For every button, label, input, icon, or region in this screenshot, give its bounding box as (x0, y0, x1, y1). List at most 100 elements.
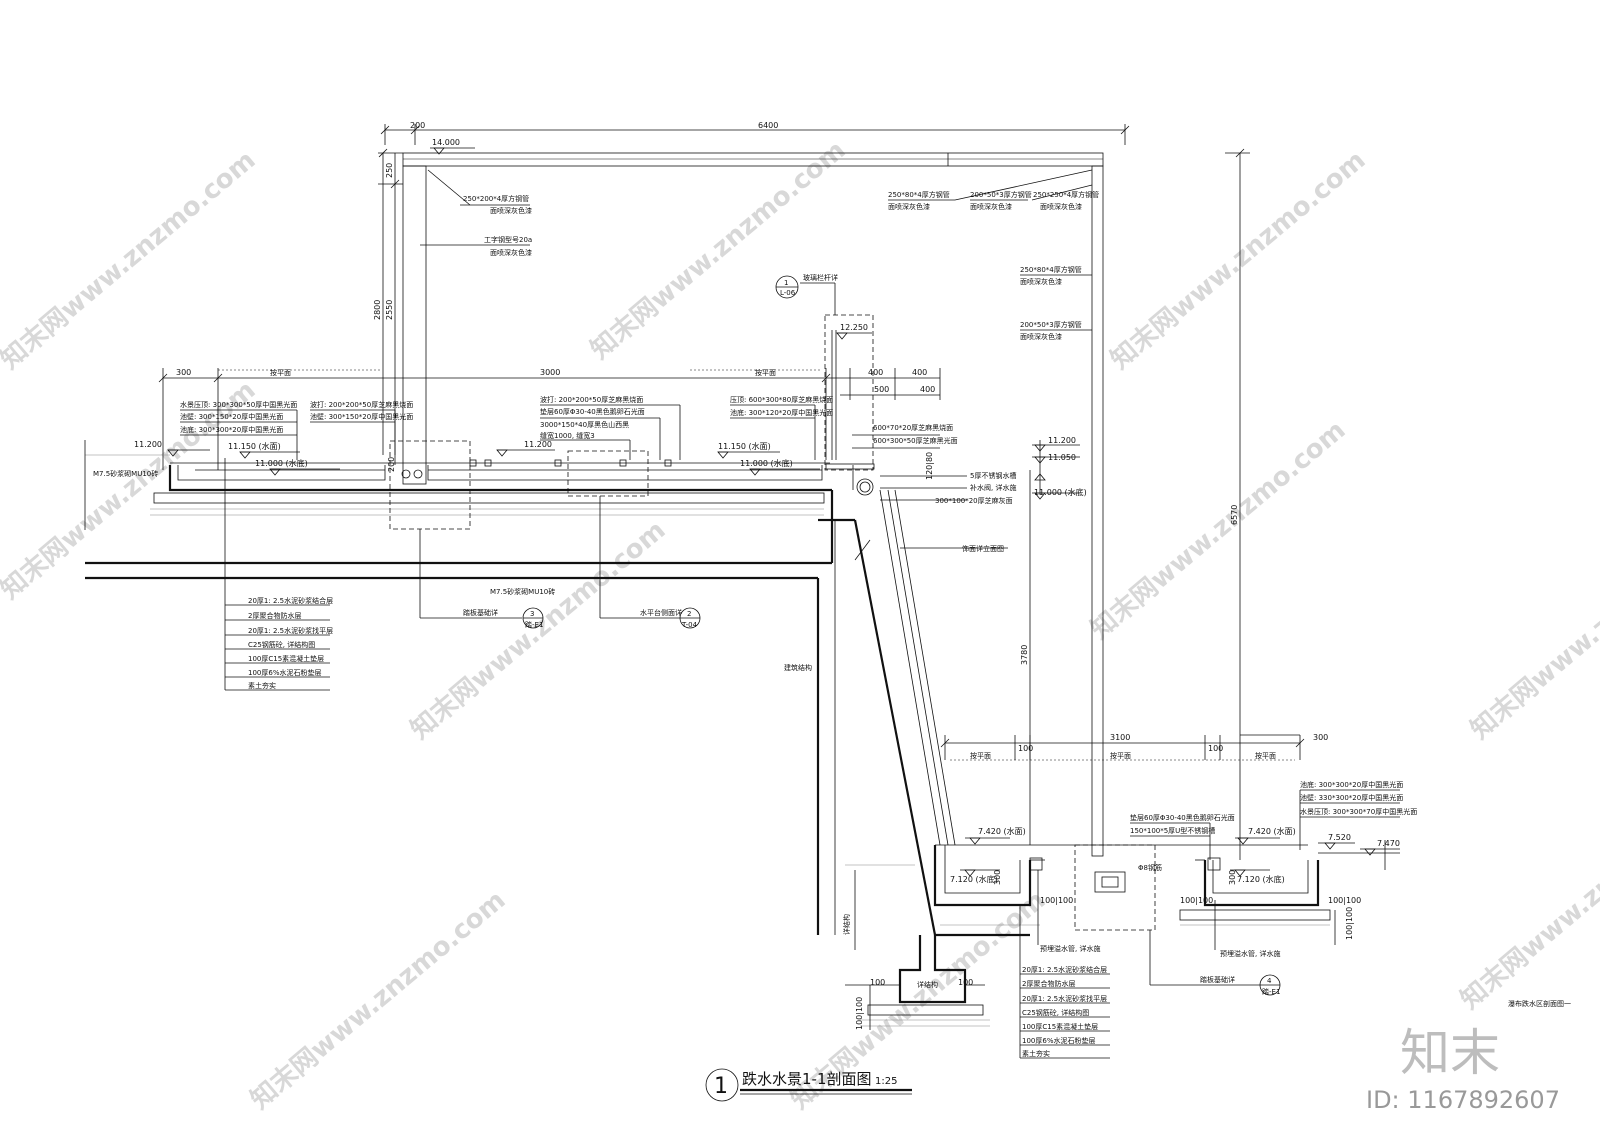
watermark-3: 知末网www.znzmo.com (585, 135, 851, 365)
dim-2550: 2550 (385, 300, 394, 320)
ref-d-top: 4 (1267, 977, 1272, 985)
dim-100-100a: 100|100 (1040, 896, 1073, 905)
note-glass: 玻璃栏杆详 (803, 273, 838, 282)
mortar-1: M7.5砂浆砌MU10砖 (93, 469, 158, 478)
dim-100b-foot: 100 (958, 978, 973, 987)
frame-notes (420, 169, 1093, 331)
dim-300-left: 300 (176, 368, 191, 377)
dim-300a: 300 (993, 870, 1002, 885)
struct-label-3: 详结构 (917, 980, 938, 989)
slope-a: 按平面 (270, 368, 291, 377)
elev-7420-a: 7.420 (水面) (978, 826, 1026, 836)
mat-m8: 3000*150*40厚黑色山西黑 (540, 420, 629, 429)
layer-r-4: C25钢筋砼, 详结构图 (1022, 1008, 1089, 1017)
steel-frame (378, 124, 1250, 860)
layer-l-6: 100厚6%水泥石粉垫层 (248, 668, 321, 677)
note-paint6: 面喷深灰色漆 (1020, 277, 1062, 286)
note-steel-u: 150*100*5厚U型不锈钢槽 (1130, 826, 1215, 835)
mat-r3: 水景压顶: 300*300*70厚中国黑光面 (1300, 807, 1417, 816)
dim-500: 500 (874, 385, 889, 394)
layer-l-3: 20厚1: 2.5水泥砂浆找平层 (248, 626, 333, 635)
note-rebar: Φ8钢筋 (1138, 863, 1162, 872)
slope-d: 按平面 (1110, 751, 1131, 760)
mat-m13: 600*300*50厚芝麻黑光面 (873, 436, 958, 445)
dim-300-right: 300 (1313, 733, 1328, 742)
elev-11200-b: 11.200 (524, 440, 552, 449)
watermark-6: 知末网www.znzmo.com (1085, 415, 1351, 645)
dim-100-100-v2: 100|100 (855, 997, 864, 1030)
elev-11200-a: 11.200 (134, 440, 162, 449)
dim-100-100c: 100|100 (1328, 896, 1361, 905)
slope-b: 按平面 (755, 368, 776, 377)
note-paint3: 面喷深灰色漆 (888, 202, 930, 211)
elev-11150-b: 11.150 (水面) (718, 441, 771, 451)
watermark-2: 知末网www.znzmo.com (405, 515, 671, 745)
elev-7470: 7.470 (1377, 839, 1400, 848)
mat-m12: 600*70*20厚芝麻黑烧面 (873, 423, 953, 432)
mat-m9: 缝宽1000, 缝宽3 (540, 431, 595, 440)
dim-3780: 3780 (1020, 645, 1029, 665)
elev-11050: 11.050 (1048, 453, 1076, 462)
mat-m17: 饰面详立面图 (962, 544, 1004, 553)
side-caption: 瀑布跌水区剖面图一 (1508, 999, 1571, 1008)
dim-6570: 6570 (1230, 505, 1239, 525)
ref-b-top: 2 (687, 610, 691, 618)
elev-11000-c: 11.000 (水底) (1034, 487, 1087, 497)
layer-r-7: 素土夯实 (1022, 1049, 1050, 1058)
watermark-10: 知末网www.znzmo.com (1455, 785, 1600, 1015)
layer-r-2: 2厚聚合物防水层 (1022, 979, 1075, 988)
dim-2800: 2800 (373, 300, 382, 320)
elev-11000-b: 11.000 (水底) (740, 458, 793, 468)
detail-a-label: 踏板基础详 (463, 608, 498, 617)
elev-11000-a: 11.000 (水底) (255, 458, 308, 468)
dim-400a: 400 (868, 368, 883, 377)
layer-l-7: 素土夯实 (248, 681, 276, 690)
dim-100-100-v: 100|100 (1345, 907, 1354, 940)
dim-200: 200 (387, 457, 396, 472)
mat-r2: 池壁: 330*300*20厚中国黑光面 (1300, 793, 1403, 802)
note-ibeam: 工字钢型号20a (484, 235, 532, 244)
mat-m5: 池壁: 300*150*20厚中国黑光面 (310, 412, 413, 421)
drawing-scale: 1:25 (875, 1076, 897, 1087)
note-steel6: 200*50*3厚方钢管 (1020, 320, 1082, 329)
dim-100a-foot: 100 (870, 978, 885, 987)
struct-label-2: 详结构 (842, 914, 851, 935)
dim-200-top: 200 (410, 121, 425, 130)
dim-100b: 100 (1208, 744, 1223, 753)
elev-7120-a: 7.120 (水底) (950, 874, 998, 884)
note-paint7: 面喷深灰色漆 (1020, 332, 1062, 341)
dim-250: 250 (385, 163, 394, 178)
note-paint1: 面喷深灰色漆 (490, 206, 532, 215)
dim-120-80: 120|80 (925, 452, 934, 480)
dim-3000: 3000 (540, 368, 560, 377)
layer-r-6: 100厚6%水泥石粉垫层 (1022, 1036, 1095, 1045)
dim-3100: 3100 (1110, 733, 1130, 742)
note-pebble: 垫层60厚Φ30-40黑色鹅卵石光面 (1130, 813, 1235, 822)
note-paint4: 面喷深灰色漆 (970, 202, 1012, 211)
layer-l-2: 2厚聚合物防水层 (248, 611, 301, 620)
structure (85, 489, 956, 936)
note-steel5: 250*80*4厚方钢管 (1020, 265, 1082, 274)
mat-m3: 池底: 300*300*20厚中国黑光面 (180, 425, 283, 434)
layer-r-5: 100厚C15素混凝土垫层 (1022, 1022, 1098, 1031)
mat-m16: 300*100*20厚芝麻灰面 (935, 496, 1013, 505)
elev-11150-a: 11.150 (水面) (228, 441, 281, 451)
dim-300b: 300 (1228, 870, 1237, 885)
note-steel2: 250*80*4厚方钢管 (888, 190, 950, 199)
dim-100a: 100 (1018, 744, 1033, 753)
drain-a: 预埋溢水管, 详水施 (1040, 944, 1100, 953)
layer-r-1: 20厚1: 2.5水泥砂浆结合层 (1022, 965, 1107, 974)
detail-leaders-upper (419, 496, 680, 619)
drain-b: 预埋溢水管, 详水施 (1220, 949, 1280, 958)
image-id: ID: 1167892607 (1366, 1086, 1560, 1114)
dim-400c: 400 (920, 385, 935, 394)
ref-b-bot: T-04 (681, 621, 698, 629)
mat-m15: 补水阀, 详水施 (970, 483, 1016, 492)
ref-a-bot: 踏-E1 (525, 620, 543, 629)
mat-m7: 垫层60厚Φ30-40黑色鹅卵石光面 (540, 407, 645, 416)
note-steel1: 250*200*4厚方钢管 (463, 194, 529, 203)
note-steel3: 200*50*3厚方钢管 (970, 190, 1032, 199)
watermark-layer: 知末网www.znzmo.com 知末网www.znzmo.com 知末网www… (0, 135, 1600, 1115)
note-paint5: 面喷深灰色漆 (1040, 202, 1082, 211)
